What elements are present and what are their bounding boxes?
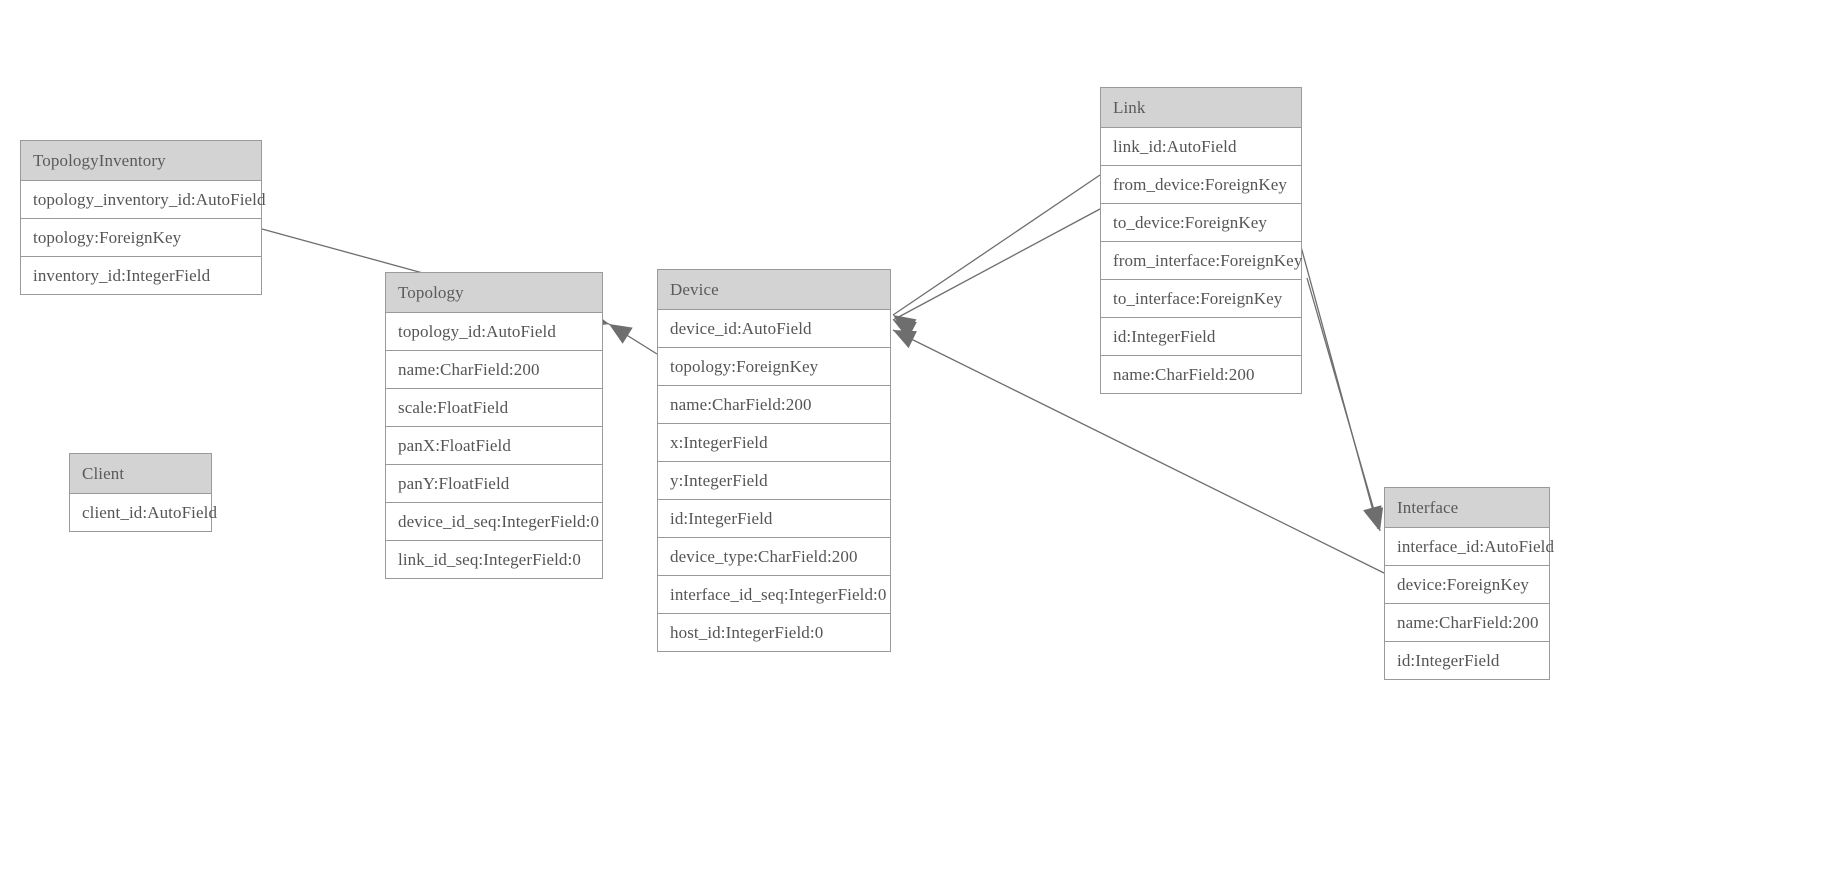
entity-field-device-8: host_id:IntegerField:0 (658, 614, 890, 651)
rel-device-topology-arrowhead (609, 324, 633, 344)
entity-field-link-5: id:IntegerField (1101, 318, 1301, 356)
entity-field-topology-0: topology_id:AutoField (386, 313, 602, 351)
entity-field-topology-3: panX:FloatField (386, 427, 602, 465)
entity-field-link-4: to_interface:ForeignKey (1101, 280, 1301, 318)
entity-field-link-2: to_device:ForeignKey (1101, 204, 1301, 242)
rel-link-from-device-arrowhead (893, 315, 917, 336)
entity-field-device-6: device_type:CharField:200 (658, 538, 890, 576)
entity-field-device-7: interface_id_seq:IntegerField:0 (658, 576, 890, 614)
entity-field-link-3: from_interface:ForeignKey (1101, 242, 1302, 280)
rel-link-to-device (892, 208, 1101, 321)
entity-field-device-0: device_id:AutoField (658, 310, 890, 348)
rel-device-topology (608, 323, 658, 355)
entity-field-topology-4: panY:FloatField (386, 465, 602, 503)
entity-field-topology-6: link_id_seq:IntegerField:0 (386, 541, 602, 578)
entity-title-interface: Interface (1385, 488, 1549, 528)
entity-field-link-0: link_id:AutoField (1101, 128, 1301, 166)
entity-field-device-1: topology:ForeignKey (658, 348, 890, 386)
entity-title-device: Device (658, 270, 890, 310)
entity-field-link-1: from_device:ForeignKey (1101, 166, 1301, 204)
entity-title-link: Link (1101, 88, 1301, 128)
entity-field-link-6: name:CharField:200 (1101, 356, 1301, 393)
entity-field-device-4: y:IntegerField (658, 462, 890, 500)
entity-field-topology_inventory-2: inventory_id:IntegerField (21, 257, 261, 294)
entity-title-topology_inventory: TopologyInventory (21, 141, 261, 181)
entity-field-interface-1: device:ForeignKey (1385, 566, 1549, 604)
rel-interface-device-arrowhead (893, 330, 917, 349)
entity-field-topology_inventory-0: topology_inventory_id:AutoField (21, 181, 265, 219)
entity-field-topology_inventory-1: topology:ForeignKey (21, 219, 261, 257)
rel-link-from-interface (1299, 242, 1379, 530)
rel-link-to-device-arrowhead (893, 320, 917, 339)
entity-field-topology-2: scale:FloatField (386, 389, 602, 427)
entity-title-topology: Topology (386, 273, 602, 313)
entity-field-device-2: name:CharField:200 (658, 386, 890, 424)
rel-link-from-device (892, 174, 1101, 316)
entity-field-interface-0: interface_id:AutoField (1385, 528, 1554, 566)
entity-field-interface-2: name:CharField:200 (1385, 604, 1549, 642)
entity-field-interface-3: id:IntegerField (1385, 642, 1549, 679)
entity-field-topology-5: device_id_seq:IntegerField:0 (386, 503, 602, 541)
entity-title-client: Client (70, 454, 211, 494)
entity-field-client-0: client_id:AutoField (70, 494, 217, 531)
entity-field-topology-1: name:CharField:200 (386, 351, 602, 389)
entity-field-device-5: id:IntegerField (658, 500, 890, 538)
rel-link-to-interface (1306, 277, 1381, 532)
entity-field-device-3: x:IntegerField (658, 424, 890, 462)
